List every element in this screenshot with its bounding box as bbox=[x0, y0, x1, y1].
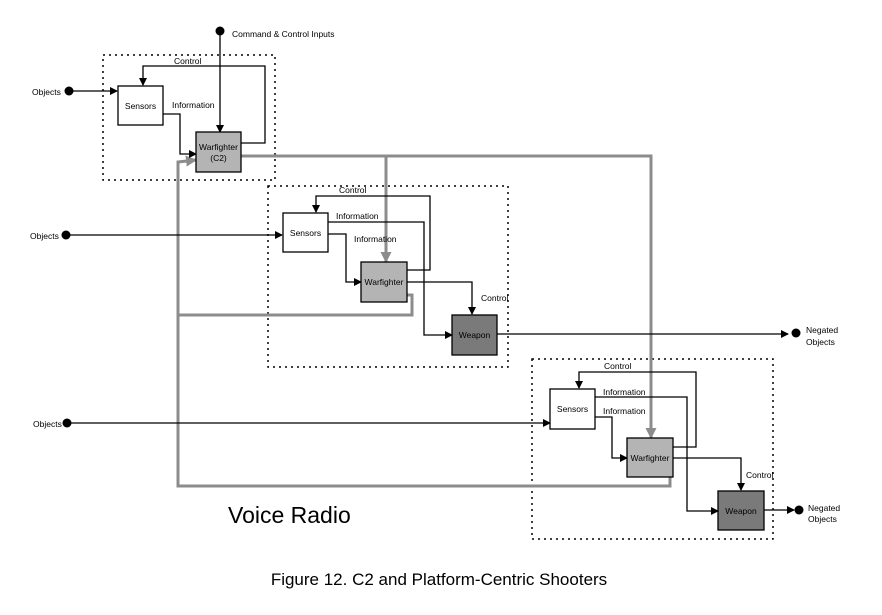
sensors-label-1: Sensors bbox=[290, 228, 321, 238]
warfighter-c2-label-line2: (C2) bbox=[210, 153, 227, 163]
voice-radio-label: Voice Radio bbox=[228, 502, 351, 528]
sensors-label-2: Sensors bbox=[557, 404, 588, 414]
objects-label-3: Objects bbox=[33, 419, 62, 429]
weapon-label-2: Weapon bbox=[725, 506, 757, 516]
warfighter-c2-label-line1: Warfighter bbox=[199, 142, 238, 152]
weapon-control-label-1: Control bbox=[481, 293, 509, 303]
objects-label-2: Objects bbox=[30, 231, 59, 241]
control-label-2: Control bbox=[604, 361, 632, 371]
information-label-1a: Information bbox=[336, 211, 379, 221]
shooter-1-boundary bbox=[267, 185, 509, 368]
warfighter-box-1 bbox=[360, 261, 408, 303]
control-label-1: Control bbox=[339, 185, 367, 195]
negated-label-1a: Negated bbox=[806, 325, 838, 335]
information-label-1b: Information bbox=[354, 234, 397, 244]
sensors-box-c2 bbox=[117, 85, 164, 126]
control-label-c2: Control bbox=[174, 56, 202, 66]
sensors-label-c2: Sensors bbox=[125, 101, 156, 111]
weapon-box-2 bbox=[717, 490, 765, 531]
warfighter-box-2 bbox=[626, 437, 674, 478]
warfighter-label-1: Warfighter bbox=[365, 277, 404, 287]
information-label-2a: Information bbox=[603, 387, 646, 397]
negated-label-2a: Negated bbox=[808, 503, 840, 513]
command-inputs-label: Command & Control Inputs bbox=[232, 29, 335, 39]
c2-platform-boundary bbox=[102, 54, 276, 181]
command-input-dot bbox=[215, 26, 225, 36]
negated-dot-1 bbox=[791, 328, 801, 338]
objects-label-1: Objects bbox=[32, 87, 61, 97]
objects-dot-2 bbox=[61, 230, 71, 240]
weapon-control-label-2: Control bbox=[746, 470, 774, 480]
objects-dot-1 bbox=[64, 86, 74, 96]
weapon-label-1: Weapon bbox=[459, 330, 491, 340]
weapon-box-1 bbox=[451, 314, 498, 356]
warfighter-c2-box bbox=[195, 131, 242, 173]
negated-label-2b: Objects bbox=[808, 514, 837, 524]
figure-caption: Figure 12. C2 and Platform-Centric Shoot… bbox=[271, 570, 607, 589]
information-label-c2: Information bbox=[172, 100, 215, 110]
sensors-box-1 bbox=[282, 212, 329, 253]
negated-label-1b: Objects bbox=[806, 337, 835, 347]
information-label-2b: Information bbox=[603, 406, 646, 416]
sensors-box-2 bbox=[549, 388, 596, 430]
negated-dot-2 bbox=[794, 505, 804, 515]
warfighter-label-2: Warfighter bbox=[631, 453, 670, 463]
objects-dot-3 bbox=[62, 418, 72, 428]
